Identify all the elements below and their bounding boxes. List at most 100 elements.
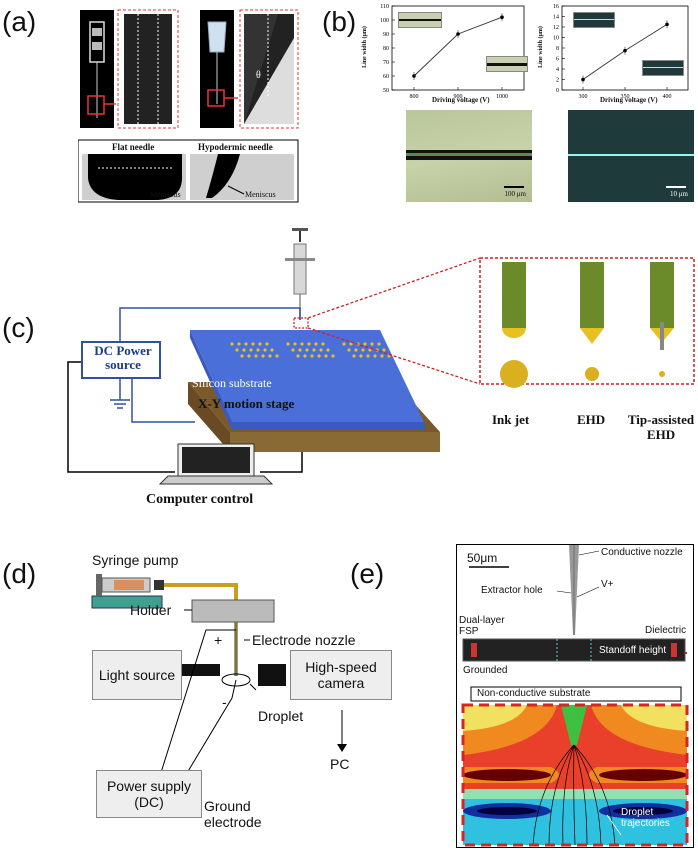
y-tick-label: 0	[556, 88, 559, 94]
y-tick-label: 10	[553, 36, 559, 42]
panel-label-b: (b)	[322, 6, 357, 37]
substrate-dot	[261, 354, 265, 358]
substrate-dot	[307, 342, 311, 346]
e-dielectric-label: Dielectric	[645, 625, 687, 636]
substrate-dot	[366, 354, 370, 358]
substrate-dot	[305, 348, 309, 352]
tip-assisted-label: Tip-assisted EHD	[627, 412, 695, 442]
substrate-dot	[275, 354, 279, 358]
inset-left-1	[398, 12, 442, 28]
panel-c-figure	[67, 228, 695, 485]
e-standoff-label: Standoff height	[599, 645, 667, 656]
y-tick-label: 70	[383, 60, 389, 66]
substrate-dot	[382, 348, 386, 352]
micrograph-right: 10 μm	[568, 110, 694, 202]
pc-label: PC	[330, 756, 350, 772]
panel-e-frame: 50μm Conductive nozzle Extractor hole V+…	[456, 544, 694, 848]
substrate-dot	[326, 348, 330, 352]
y-tick-label: 2	[556, 78, 559, 84]
substrate-dot	[270, 348, 274, 352]
meniscus-label-2: Meniscus	[245, 190, 276, 199]
computer-control-label: Computer control	[146, 492, 254, 507]
panel-label-c: (c)	[2, 312, 35, 343]
y-tick-label: 12	[553, 25, 559, 31]
syringe-pump-label: Syringe pump	[92, 552, 179, 568]
e-dual-layer-label: Dual-layer FSP	[459, 615, 505, 637]
substrate-dot	[361, 348, 365, 352]
y-tick-label: 4	[556, 67, 559, 73]
substrate-dot	[256, 348, 260, 352]
ink-jet-label: Ink jet	[492, 412, 530, 427]
high-speed-camera-box: High-speed camera	[290, 650, 392, 700]
flat-needle-label: Flat needle	[112, 142, 155, 152]
plus-sign: +	[214, 632, 223, 648]
y-tick-label: 6	[556, 57, 559, 63]
substrate-dot	[373, 354, 377, 358]
inset-right-2	[642, 60, 684, 76]
y-tick-label: 60	[383, 74, 389, 80]
x-tick-label: 900	[454, 94, 463, 100]
substrate-dot	[359, 354, 363, 358]
chart-b-right-ylabel: Line width (μm)	[537, 26, 544, 68]
panel-label-d: (d)	[2, 558, 37, 589]
substrate-dot	[268, 354, 272, 358]
substrate-dot	[312, 348, 316, 352]
substrate-dot	[331, 354, 335, 358]
e-extractor-label: Extractor hole	[481, 585, 543, 596]
y-tick-label: 14	[553, 15, 559, 21]
substrate-dot	[251, 342, 255, 346]
syringe-pump-icon	[91, 574, 164, 609]
substrate-dot	[242, 348, 246, 352]
substrate-dot	[363, 342, 367, 346]
e-scale-label: 50μm	[467, 551, 498, 565]
substrate-dot	[303, 354, 307, 358]
x-tick-label: 1000	[496, 94, 508, 100]
hypodermic-needle-label: Hypodermic needle	[198, 142, 273, 152]
e-vplus-label: V+	[601, 579, 614, 590]
y-tick-label: 50	[383, 88, 389, 94]
holder-label: Holder	[130, 602, 172, 618]
panel-label-e: (e)	[350, 558, 385, 589]
substrate-dot	[321, 342, 325, 346]
chart-b-left-xlabel: Driving voltage (V)	[432, 96, 490, 104]
substrate-dot	[380, 354, 384, 358]
xy-stage-label: X-Y motion stage	[198, 396, 295, 411]
substrate-dot	[237, 342, 241, 346]
e-nozzle-label: Conductive nozzle	[601, 547, 683, 558]
theta-symbol: θ	[256, 70, 261, 81]
substrate-dot	[342, 342, 346, 346]
silicon-substrate-label: Silicon substrate	[192, 376, 272, 390]
scale-bar-100: 100 μm	[504, 190, 526, 198]
inset-left-2	[486, 56, 528, 72]
substrate-dot	[349, 342, 353, 346]
substrate-dot	[370, 342, 374, 346]
substrate-dot	[247, 354, 251, 358]
dc-power-label: DC Power source	[94, 343, 152, 372]
substrate-dot	[244, 342, 248, 346]
substrate-dot	[263, 348, 267, 352]
e-grounded-label: Grounded	[463, 665, 508, 676]
substrate-dot	[230, 342, 234, 346]
substrate-dot	[293, 342, 297, 346]
hypodermic-needle-icon	[207, 21, 227, 104]
y-tick-label: 90	[383, 32, 389, 38]
substrate-dot	[291, 348, 295, 352]
chart-b-left-ylabel: Line width (μm)	[361, 26, 368, 68]
laptop-icon	[158, 443, 274, 485]
y-tick-label: 110	[380, 4, 389, 10]
ground-electrode-label: Ground electrode	[204, 798, 262, 830]
substrate-dot	[296, 354, 300, 358]
substrate-dot	[298, 348, 302, 352]
chart-b-right-xlabel: Driving voltage (V)	[600, 96, 658, 104]
e-trajectories-label: Droplet trajectories	[621, 807, 670, 829]
panel-d-figure	[91, 574, 347, 817]
substrate-dot	[354, 348, 358, 352]
panel-label-a: (a)	[2, 6, 37, 37]
nozzle-tip-assisted-icon	[650, 262, 674, 377]
y-tick-label: 100	[380, 18, 389, 24]
substrate-dot	[324, 354, 328, 358]
x-tick-label: 400	[663, 94, 672, 100]
substrate-dot	[240, 354, 244, 358]
nozzle-ehd-icon	[580, 262, 604, 381]
